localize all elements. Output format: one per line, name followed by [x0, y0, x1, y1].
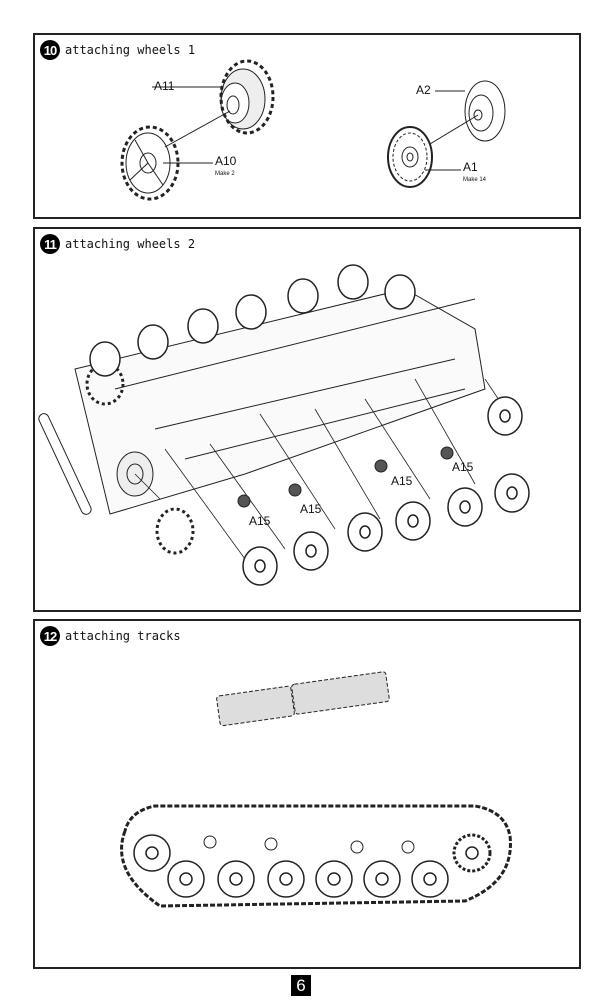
step-number-badge: 12: [40, 626, 60, 646]
wheels-1-illustration: [120, 59, 506, 201]
page-number: 6: [291, 975, 311, 996]
step-title: attaching wheels 2: [65, 237, 196, 251]
return-rollers: [203, 835, 415, 854]
quantity-note-a10: Make 2: [215, 171, 235, 177]
step-10-header: 10 attaching wheels 1: [40, 40, 195, 60]
tracks-illustration: [120, 671, 512, 908]
upper-road-wheels: [89, 264, 416, 377]
part-label-a15: A15: [300, 502, 322, 516]
step-11-header: 11 attaching wheels 2: [40, 234, 195, 254]
a15-hub-caps: [237, 446, 454, 508]
step-number-badge: 11: [40, 234, 60, 254]
wheel-a1-drawing: [387, 126, 433, 188]
part-label-a1: A1: [463, 160, 478, 174]
part-label-a2: A2: [416, 83, 431, 97]
part-label-a11: A11: [154, 79, 175, 93]
step-10-panel: 10 attaching wheels 1: [33, 33, 581, 219]
step-11-panel: 11 attaching wheels 2: [33, 227, 581, 612]
quantity-note-a1: Make 14: [463, 177, 487, 183]
lower-road-wheels: [242, 396, 530, 586]
step-12-header: 12 attaching tracks: [40, 626, 181, 646]
step-title: attaching wheels 1: [65, 43, 196, 57]
front-sprocket-drawing: [155, 507, 195, 555]
part-label-a15: A15: [249, 514, 271, 528]
wheel-a2-drawing: [464, 80, 506, 142]
hull-wheels-illustration: [38, 264, 530, 586]
sprocket-a11-drawing: [219, 59, 275, 135]
step-number-badge: 10: [40, 40, 60, 60]
road-wheels-side: [133, 833, 492, 898]
part-label-a15: A15: [452, 460, 474, 474]
step-title: attaching tracks: [65, 629, 181, 643]
track-run-drawing: [120, 804, 512, 908]
part-label-a15: A15: [391, 474, 413, 488]
step-12-panel: 12 attaching tracks: [33, 619, 581, 969]
part-label-a10: A10: [215, 154, 237, 168]
track-segment-drawing: [216, 671, 390, 727]
